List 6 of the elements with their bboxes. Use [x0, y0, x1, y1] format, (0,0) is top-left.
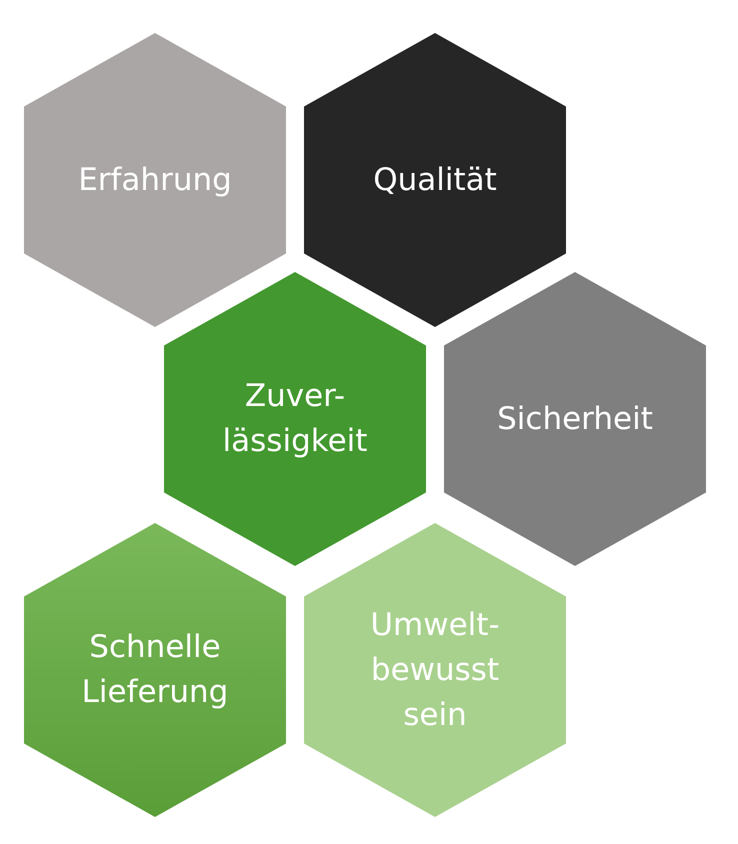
tile-label: Qualität [373, 160, 497, 200]
tile-label: Sicherheit [497, 400, 653, 438]
tile-label: Umwelt- bewusst sein [369, 606, 501, 734]
tile-label: Erfahrung [78, 160, 232, 200]
tile-label: Zuver- lässigkeit [222, 377, 368, 461]
tile-label: Schnelle Lieferung [80, 628, 230, 712]
